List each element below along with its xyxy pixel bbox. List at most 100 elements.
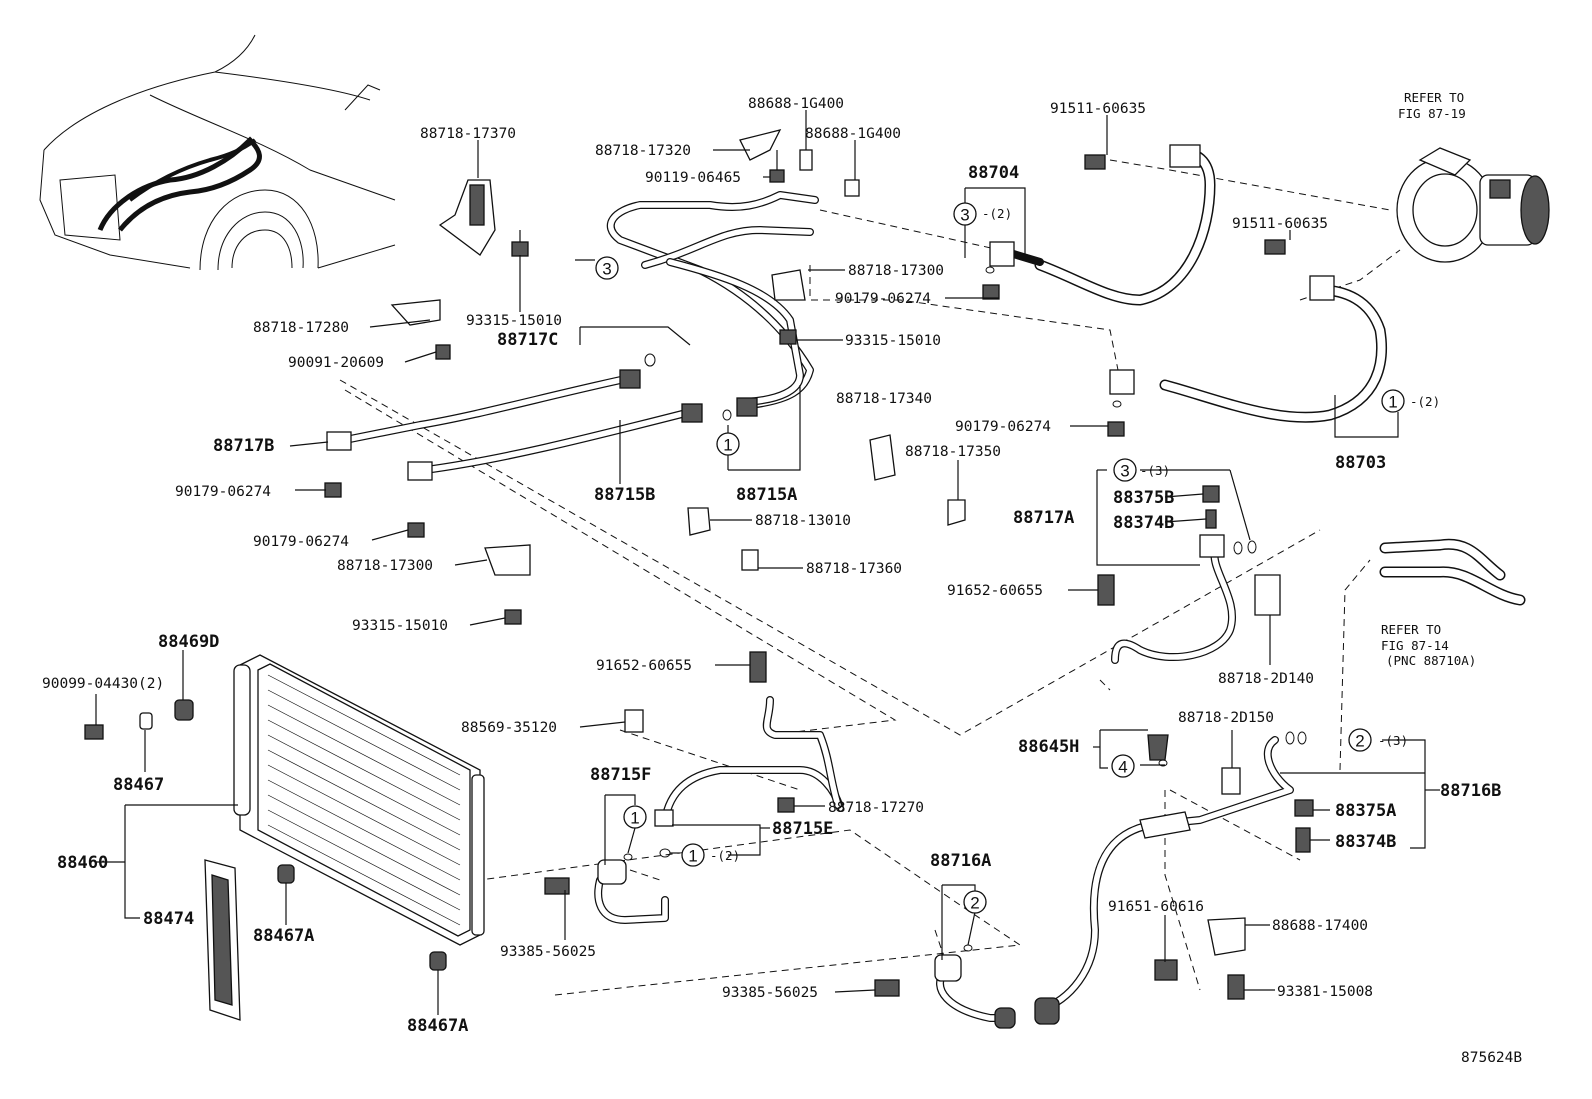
- label-88718-17340: 88718-17340: [836, 391, 932, 407]
- ref-line-3: (PNC 88710A): [1386, 653, 1476, 668]
- label-88467: 88467: [113, 775, 164, 795]
- label-93315-15010-a: 93315-15010: [466, 313, 562, 329]
- label-88688-17400: 88688-17400: [1272, 918, 1368, 934]
- label-91651-60616: 91651-60616: [1108, 899, 1204, 915]
- label-88715E: 88715E: [772, 819, 833, 839]
- callout-number: 4: [1118, 758, 1127, 777]
- ref-line-2: FIG 87-19: [1398, 106, 1466, 121]
- label-91652-60655-a: 91652-60655: [947, 583, 1043, 599]
- label-88718-17270: 88718-17270: [828, 800, 924, 816]
- assembly-lines: [339, 159, 1401, 996]
- label-93315-15010-c: 93315-15010: [352, 618, 448, 634]
- figure-id: 875624B: [1461, 1050, 1522, 1066]
- label-88718-17300-a: 88718-17300: [848, 263, 944, 279]
- label-88718-17360: 88718-17360: [806, 561, 902, 577]
- reference-compressor: REFER TO FIG 87-19: [1398, 90, 1466, 121]
- callout-3-a: 3 -(2): [953, 202, 1012, 226]
- label-88715B: 88715B: [594, 485, 655, 505]
- callout-number: 1: [723, 436, 732, 455]
- label-88717A: 88717A: [1013, 508, 1074, 528]
- callout-qty: -(3): [1140, 463, 1170, 478]
- label-91511-60635-b: 91511-60635: [1232, 216, 1328, 232]
- label-88469D: 88469D: [158, 632, 219, 652]
- label-88375B: 88375B: [1113, 488, 1174, 508]
- label-88375A: 88375A: [1335, 801, 1396, 821]
- label-93385-56025-b: 93385-56025: [722, 985, 818, 1001]
- label-90179-06274-c: 90179-06274: [175, 484, 271, 500]
- callout-qty: -(2): [982, 206, 1012, 221]
- callout-1-a: 1 -(2): [1381, 389, 1440, 413]
- label-88645H: 88645H: [1018, 737, 1079, 757]
- callout-number: 3: [960, 206, 969, 225]
- label-88703: 88703: [1335, 453, 1386, 473]
- label-88718-17280: 88718-17280: [253, 320, 349, 336]
- ref-line-2: FIG 87-14: [1381, 638, 1449, 653]
- label-93385-56025-a: 93385-56025: [500, 944, 596, 960]
- label-88718-13010: 88718-13010: [755, 513, 851, 529]
- label-88374B-b: 88374B: [1335, 832, 1396, 852]
- label-88718-17300-b: 88718-17300: [337, 558, 433, 574]
- small-parts: [84, 129, 1335, 1029]
- label-88718-17350: 88718-17350: [905, 444, 1001, 460]
- label-88716B: 88716B: [1440, 781, 1501, 801]
- label-88467A-b: 88467A: [407, 1016, 468, 1036]
- callout-4: 4: [1111, 754, 1135, 778]
- label-91511-60635-a: 91511-60635: [1050, 101, 1146, 117]
- callout-1-b: 1: [716, 432, 740, 456]
- ref-line-1: REFER TO: [1404, 90, 1464, 105]
- seal-88474: [204, 859, 241, 1021]
- label-88467A-a: 88467A: [253, 926, 314, 946]
- label-90179-06274-a: 90179-06274: [835, 291, 931, 307]
- label-90179-06274-b: 90179-06274: [955, 419, 1051, 435]
- condenser: [233, 654, 485, 946]
- callout-number: 1: [688, 847, 697, 866]
- callout-number: 2: [1355, 732, 1364, 751]
- label-88718-17370: 88718-17370: [420, 126, 516, 142]
- callout-number: 1: [1388, 393, 1397, 412]
- label-88704: 88704: [968, 163, 1019, 183]
- compressor: [1396, 147, 1550, 263]
- pipes: [341, 148, 1526, 1022]
- part-labels: 88718-17370 88718-17320 88688-1G400 8868…: [42, 96, 1501, 1036]
- label-88569-35120: 88569-35120: [461, 720, 557, 736]
- label-88717B: 88717B: [213, 436, 274, 456]
- callout-number: 2: [970, 894, 979, 913]
- label-91652-60655-b: 91652-60655: [596, 658, 692, 674]
- label-88715F: 88715F: [590, 765, 651, 785]
- label-90099-04430: 90099-04430(2): [42, 676, 164, 692]
- callout-number: 1: [630, 809, 639, 828]
- ref-line-1: REFER TO: [1381, 622, 1441, 637]
- label-88688-1G400-b: 88688-1G400: [805, 126, 901, 142]
- label-88717C: 88717C: [497, 330, 558, 350]
- label-88715A: 88715A: [736, 485, 797, 505]
- label-88688-1G400-a: 88688-1G400: [748, 96, 844, 112]
- callout-number: 3: [602, 260, 611, 279]
- label-90091-20609: 90091-20609: [288, 355, 384, 371]
- label-93381-15008: 93381-15008: [1277, 984, 1373, 1000]
- label-93315-15010-b: 93315-15010: [845, 333, 941, 349]
- label-88718-2D150: 88718-2D150: [1178, 710, 1274, 726]
- vehicle-sketch: [39, 34, 396, 271]
- callout-2-a: 2 -(3): [1348, 728, 1408, 752]
- callout-qty: -(2): [710, 848, 740, 863]
- callout-1-d: 1 -(2): [681, 843, 740, 867]
- label-88374B-a: 88374B: [1113, 513, 1174, 533]
- label-88460: 88460: [57, 853, 108, 873]
- callout-number: 3: [1120, 462, 1129, 481]
- label-88716A: 88716A: [930, 851, 991, 871]
- callout-3-b: 3: [595, 256, 619, 280]
- callout-2-b: 2: [963, 890, 987, 914]
- reference-evaporator: REFER TO FIG 87-14 (PNC 88710A): [1381, 622, 1476, 668]
- callout-1-c: 1: [623, 805, 647, 829]
- callout-3-c: 3 -(3): [1113, 458, 1170, 482]
- label-90179-06274-d: 90179-06274: [253, 534, 349, 550]
- callout-qty: -(2): [1410, 394, 1440, 409]
- label-88718-2D140: 88718-2D140: [1218, 671, 1314, 687]
- callout-qty: -(3): [1378, 733, 1408, 748]
- leader-lines: [95, 110, 1440, 1015]
- label-88474: 88474: [143, 909, 194, 929]
- label-88718-17320: 88718-17320: [595, 143, 691, 159]
- label-90119-06465: 90119-06465: [645, 170, 741, 186]
